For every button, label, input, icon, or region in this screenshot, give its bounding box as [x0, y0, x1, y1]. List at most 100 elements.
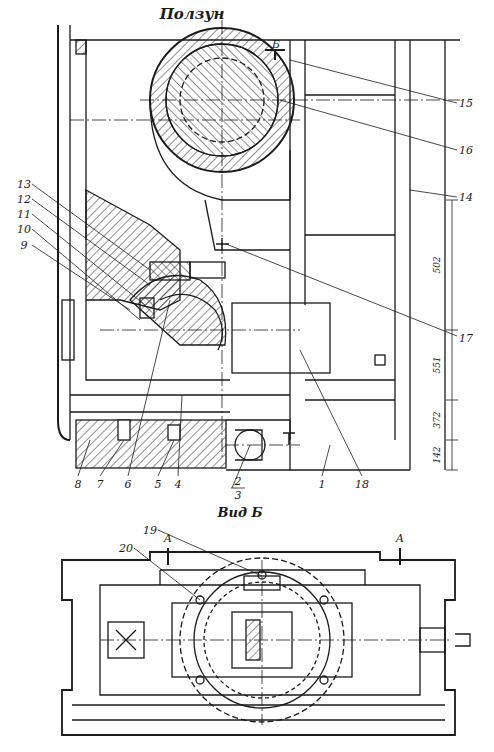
- leader-line: [134, 548, 200, 600]
- liner: [140, 298, 154, 318]
- bolt-head: [196, 676, 204, 684]
- base-flange: [72, 705, 445, 720]
- bottom-plate: [70, 395, 290, 412]
- callout-number: А: [396, 533, 404, 544]
- leader-line: [32, 245, 130, 310]
- top-boss: [244, 576, 280, 590]
- leader-line: [78, 440, 90, 476]
- view-b: [62, 50, 470, 735]
- leader-line: [178, 395, 182, 476]
- fraction-bar: [231, 488, 245, 489]
- bolt: [168, 425, 180, 440]
- callout-number: 19: [143, 525, 157, 536]
- cap: [190, 262, 225, 278]
- bolt-head: [320, 596, 328, 604]
- side-lug: [108, 622, 144, 658]
- section-view: [58, 25, 460, 470]
- callout-number: А: [164, 533, 172, 544]
- side-slot: [62, 300, 74, 360]
- centre-line: [100, 330, 300, 331]
- callout-number: 7: [97, 479, 104, 490]
- plate-inner: [69, 25, 70, 440]
- bolt-hole: [76, 40, 86, 54]
- leader-line: [32, 229, 140, 320]
- leader-line: [300, 350, 362, 476]
- leader-line: [290, 60, 457, 103]
- leader-line: [32, 199, 150, 285]
- callout-number: 3: [235, 490, 242, 501]
- frame-line: [409, 40, 410, 470]
- centre-line: [100, 640, 450, 641]
- frame-line: [444, 40, 445, 470]
- eccentric-outline: [180, 558, 344, 722]
- adjusting-box: [232, 303, 330, 373]
- callout-number: 15: [459, 98, 473, 109]
- rod-neck: [205, 200, 290, 250]
- callout-number: 6: [125, 479, 132, 490]
- callout-number: 16: [459, 145, 473, 156]
- leader-line: [158, 440, 174, 476]
- centre-line: [140, 100, 460, 101]
- callout-number: 12: [17, 194, 31, 205]
- dimension-value: 372: [433, 411, 442, 428]
- dimension-value: 551: [433, 356, 442, 373]
- view-mark: [265, 50, 285, 60]
- callout-number: 8: [75, 479, 82, 490]
- callout-number: 10: [17, 224, 31, 235]
- leader-line: [226, 244, 457, 336]
- callout-number: 11: [17, 209, 31, 220]
- leader-line: [280, 100, 457, 150]
- housing: [62, 552, 455, 735]
- centre-line: [70, 120, 300, 121]
- callout-number: 4: [175, 479, 182, 490]
- section-marks: [168, 548, 400, 565]
- lug-cross: [116, 630, 136, 650]
- centre-line: [225, 445, 300, 446]
- callout-number: 13: [17, 179, 31, 190]
- callout-number: 20: [119, 543, 133, 554]
- connecting-rod: [150, 100, 290, 200]
- ring-inner: [204, 582, 320, 698]
- key: [246, 620, 260, 660]
- drawing-title: Ползун: [160, 7, 225, 22]
- centre-block: [232, 612, 292, 668]
- plate-edge: [58, 25, 70, 440]
- bolt-head: [320, 676, 328, 684]
- callout-number: 14: [459, 192, 473, 203]
- callout-number: 17: [459, 333, 473, 344]
- callout-number: 9: [21, 240, 28, 251]
- dimension-value: 142: [433, 446, 442, 463]
- callout-number: 2: [235, 476, 242, 487]
- frame-line: [304, 40, 305, 305]
- shaft-end: [420, 628, 445, 652]
- ball-seat: [130, 276, 226, 346]
- ring: [194, 572, 330, 708]
- bolt: [118, 420, 130, 440]
- slider-plate: [172, 603, 352, 677]
- frame-top: [70, 39, 460, 40]
- shaft-stub: [455, 634, 470, 646]
- leader-line: [158, 530, 262, 576]
- inner-outline: [100, 585, 420, 695]
- leader-line: [128, 300, 170, 476]
- guide-lines: [305, 95, 395, 400]
- leader-line: [32, 214, 145, 305]
- small-stop: [375, 355, 385, 365]
- callout-number: 18: [355, 479, 369, 490]
- base-line: [290, 469, 410, 470]
- screw: [283, 433, 295, 445]
- centre-lines: [70, 20, 460, 725]
- lower-block: [76, 420, 226, 468]
- leader-line: [410, 190, 457, 197]
- leader-line: [232, 445, 250, 488]
- centre-line: [222, 20, 223, 460]
- leader-line: [322, 445, 330, 476]
- dimension-lines: [446, 200, 458, 470]
- callout-number: 1: [319, 479, 326, 490]
- callout-number: 5: [155, 479, 162, 490]
- dimension-value: 502: [433, 256, 442, 273]
- leader-line: [100, 440, 124, 476]
